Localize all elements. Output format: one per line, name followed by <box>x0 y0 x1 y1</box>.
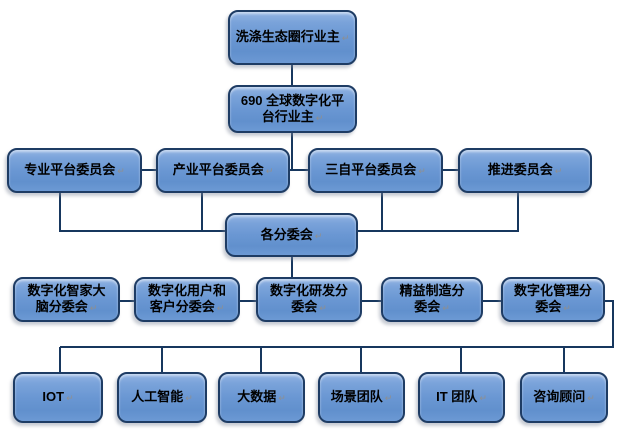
node-label: 数字化管理分 委会↵ <box>513 283 592 314</box>
node-label: 大数据↵ <box>237 389 286 404</box>
node-lean-manufacturing-subcommittee: 精益制造分 委会↵ <box>381 277 483 322</box>
node-label: 专业平台委员会↵ <box>24 162 125 177</box>
node-label: 推进委员会↵ <box>487 162 563 177</box>
node-consulting-advisor-team: 咨询顾问↵ <box>520 372 608 423</box>
node-label: 三自平台委员会↵ <box>325 162 426 177</box>
return-mark-icon: ↵ <box>265 166 274 176</box>
return-mark-icon: ↵ <box>554 166 563 176</box>
node-label: 精益制造分 委会↵ <box>399 283 465 314</box>
node-label: 数字化智家大 脑分委会↵ <box>27 283 106 314</box>
return-mark-icon: ↵ <box>185 393 193 403</box>
return-mark-icon: ↵ <box>587 393 595 403</box>
node-sanzi-platform-committee: 三自平台委员会↵ <box>308 148 443 193</box>
node-digital-user-customer-subcommittee: 数字化用户和 客户分委会↵ <box>134 277 240 322</box>
node-digital-management-subcommittee: 数字化管理分 委会↵ <box>501 277 605 322</box>
node-promotion-committee: 推进委员会↵ <box>458 148 592 193</box>
node-label: 各分委会↵ <box>260 226 323 242</box>
node-industry-platform-committee: 产业平台委员会↵ <box>156 148 290 193</box>
node-label: 690 全球数字化平 台行业主↵ <box>240 92 345 124</box>
return-mark-icon: ↵ <box>442 303 450 313</box>
return-mark-icon: ↵ <box>315 112 324 123</box>
node-label: 场景团队↵ <box>330 389 393 404</box>
return-mark-icon: ↵ <box>66 393 74 403</box>
node-iot-team: IOT↵ <box>13 372 103 423</box>
return-mark-icon: ↵ <box>479 393 487 403</box>
return-mark-icon: ↵ <box>563 303 571 313</box>
node-label: IT 团队↵ <box>436 389 487 404</box>
node-washing-ecosystem-industry-owner: 洗涤生态圈行业主↵ <box>228 10 357 65</box>
node-it-team: IT 团队↵ <box>418 372 505 423</box>
return-mark-icon: ↵ <box>314 230 323 241</box>
node-label: 数字化用户和 客户分委会↵ <box>147 283 226 314</box>
node-label: IOT↵ <box>42 389 74 404</box>
node-scenario-team: 场景团队↵ <box>318 372 405 423</box>
node-professional-platform-committee: 专业平台委员会↵ <box>7 148 142 193</box>
node-ai-team: 人工智能↵ <box>117 372 207 423</box>
node-digital-rnd-subcommittee: 数字化研发分 委会↵ <box>256 277 362 322</box>
node-label: 咨询顾问↵ <box>533 389 595 404</box>
return-mark-icon: ↵ <box>384 393 393 403</box>
node-690-global-digital-platform-owner: 690 全球数字化平 台行业主↵ <box>228 85 357 133</box>
node-big-data-team: 大数据↵ <box>218 372 305 423</box>
node-label: 洗涤生态圈行业主↵ <box>235 29 350 44</box>
node-label: 产业平台委员会↵ <box>172 162 274 177</box>
return-mark-icon: ↵ <box>418 166 426 176</box>
node-sub-committees: 各分委会↵ <box>225 213 358 257</box>
node-label: 数字化研发分 委会↵ <box>269 283 348 314</box>
return-mark-icon: ↵ <box>341 33 350 43</box>
node-label: 人工智能↵ <box>131 389 193 404</box>
return-mark-icon: ↵ <box>216 303 225 313</box>
return-mark-icon: ↵ <box>278 393 286 403</box>
connector-d5-elbow <box>604 300 614 347</box>
return-mark-icon: ↵ <box>117 166 125 176</box>
return-mark-icon: ↵ <box>319 303 327 313</box>
return-mark-icon: ↵ <box>89 303 98 313</box>
node-digital-smart-home-brain-subcommittee: 数字化智家大 脑分委会↵ <box>13 277 120 322</box>
